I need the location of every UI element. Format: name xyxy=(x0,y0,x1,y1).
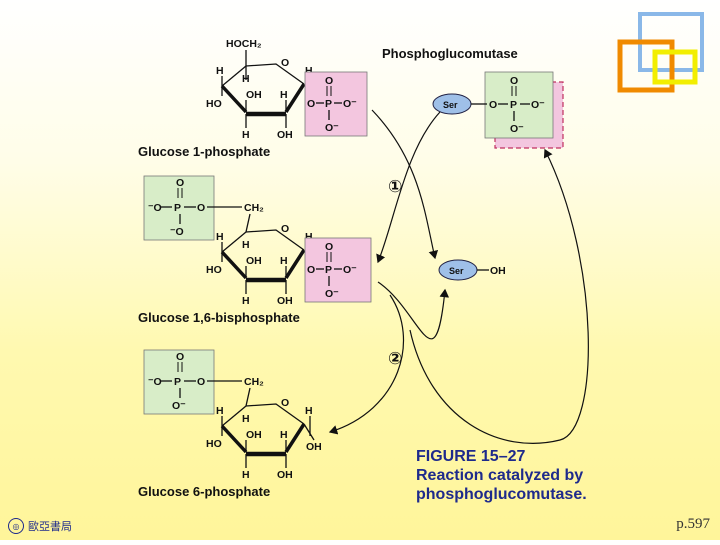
p-label: P xyxy=(325,264,332,276)
molecule-name: Glucose 6-phosphate xyxy=(138,484,270,499)
ser-label: Ser xyxy=(443,100,458,110)
molecule-name: Glucose 1,6-bisphosphate xyxy=(138,310,300,325)
o-label: O xyxy=(176,351,184,363)
ho-label: HO xyxy=(206,98,222,110)
o-label: O xyxy=(176,177,184,189)
oh-label: OH xyxy=(246,89,262,101)
enzyme-dephosphorylated: Ser OH xyxy=(438,259,506,281)
o-label: O xyxy=(197,376,205,388)
publisher-name: 歐亞書局 xyxy=(28,520,72,533)
phosphate-box-green xyxy=(143,349,215,415)
o-minus-label: O⁻ xyxy=(172,400,186,412)
h-label: H xyxy=(242,129,250,141)
ring-oxygen: O xyxy=(281,223,289,235)
arrow-g1p-to-ser xyxy=(371,109,439,260)
o-label: O xyxy=(489,99,497,111)
o-label: O xyxy=(510,75,518,87)
oh-label: OH xyxy=(277,469,293,481)
oh-label: OH xyxy=(277,295,293,307)
o-minus-label: O⁻ xyxy=(510,123,524,135)
step-1-marker: ① xyxy=(388,177,402,197)
arrow-ser-phosphate-to-g16bp xyxy=(376,111,441,264)
caption-line-2: Reaction catalyzed by xyxy=(416,467,584,484)
reaction-arrows xyxy=(328,109,589,444)
h-label: H xyxy=(242,73,250,85)
caption-line-1: FIGURE 15–27 xyxy=(416,448,526,465)
o-minus-label: O⁻ xyxy=(343,98,357,110)
o-label: O xyxy=(307,264,315,276)
step-markers: ① ② xyxy=(388,177,402,369)
phosphate-box-pink xyxy=(304,237,372,303)
ser-label: Ser xyxy=(449,266,464,276)
glucose-1-phosphate: HOCH₂ O H HO H OH H H OH H O P O O⁻ xyxy=(138,38,368,159)
ch2-label: CH₂ xyxy=(244,376,264,388)
h-label: H xyxy=(305,231,313,243)
deco-square-yellow xyxy=(652,49,698,85)
phosphate-box-pink xyxy=(304,71,368,137)
decorative-squares xyxy=(617,12,704,93)
h-label: H xyxy=(305,405,313,417)
minus-o-label: ⁻O xyxy=(148,376,162,388)
h-label: H xyxy=(280,429,288,441)
h-label: H xyxy=(216,65,224,77)
minus-o-label: ⁻O xyxy=(148,202,162,214)
deco-square-orange xyxy=(617,39,675,93)
glucose-1-6-bisphosphate: O ⁻O P O ⁻O CH₂ O H HO H OH H H OH H O xyxy=(138,175,372,325)
h-label: H xyxy=(242,469,250,481)
h-label: H xyxy=(305,65,313,77)
enzyme-title: Phosphoglucomutase xyxy=(382,46,518,61)
ch2-label: HOCH₂ xyxy=(226,38,262,50)
h-label: H xyxy=(216,231,224,243)
arrow-regenerate-enzyme xyxy=(409,148,589,444)
h-label: H xyxy=(242,413,250,425)
publisher-logo-icon: ◎ xyxy=(8,518,24,534)
phosphate-box-green xyxy=(484,71,554,139)
glucose-6-phosphate: O ⁻O P O O⁻ CH₂ O H HO H OH H H OH H OH … xyxy=(138,349,322,499)
phosphate-box-green xyxy=(143,175,215,241)
caption-line-3: phosphoglucomutase. xyxy=(416,486,587,503)
oh-label: OH xyxy=(306,441,322,453)
o-minus-label: O⁻ xyxy=(325,288,339,300)
enzyme-phosphorylated: Phosphoglucomutase Ser O P O O⁻ O⁻ xyxy=(382,46,564,149)
p-label: P xyxy=(174,376,181,388)
h-label: H xyxy=(216,405,224,417)
p-label: P xyxy=(510,99,517,111)
arrow-g16bp-to-ser xyxy=(377,281,450,340)
o-minus-label: O⁻ xyxy=(531,99,545,111)
h-label: H xyxy=(242,239,250,251)
oh-label: OH xyxy=(277,129,293,141)
o-minus-label: O⁻ xyxy=(325,122,339,134)
page-number: p.597 xyxy=(676,516,710,532)
figure-caption: FIGURE 15–27 Reaction catalyzed by phosp… xyxy=(416,447,587,504)
molecule-name: Glucose 1-phosphate xyxy=(138,144,270,159)
o-label: O xyxy=(197,202,205,214)
h-label: H xyxy=(242,295,250,307)
ring-oxygen: O xyxy=(281,397,289,409)
minus-o-label: ⁻O xyxy=(170,226,184,238)
o-label: O xyxy=(307,98,315,110)
step-2-marker: ② xyxy=(388,349,402,369)
oh-label: OH xyxy=(246,255,262,267)
ch2-label: CH₂ xyxy=(244,202,264,214)
ring-oxygen: O xyxy=(281,57,289,69)
p-label: P xyxy=(174,202,181,214)
oh-label: OH xyxy=(246,429,262,441)
h-label: H xyxy=(280,89,288,101)
arrow-to-g6p xyxy=(328,294,404,435)
oh-label: OH xyxy=(490,265,506,277)
p-label: P xyxy=(325,98,332,110)
o-label: O xyxy=(325,241,333,253)
ho-label: HO xyxy=(206,264,222,276)
publisher: ◎ 歐亞書局 xyxy=(8,518,72,534)
h-label: H xyxy=(280,255,288,267)
o-minus-label: O⁻ xyxy=(343,264,357,276)
ho-label: HO xyxy=(206,438,222,450)
o-label: O xyxy=(325,75,333,87)
